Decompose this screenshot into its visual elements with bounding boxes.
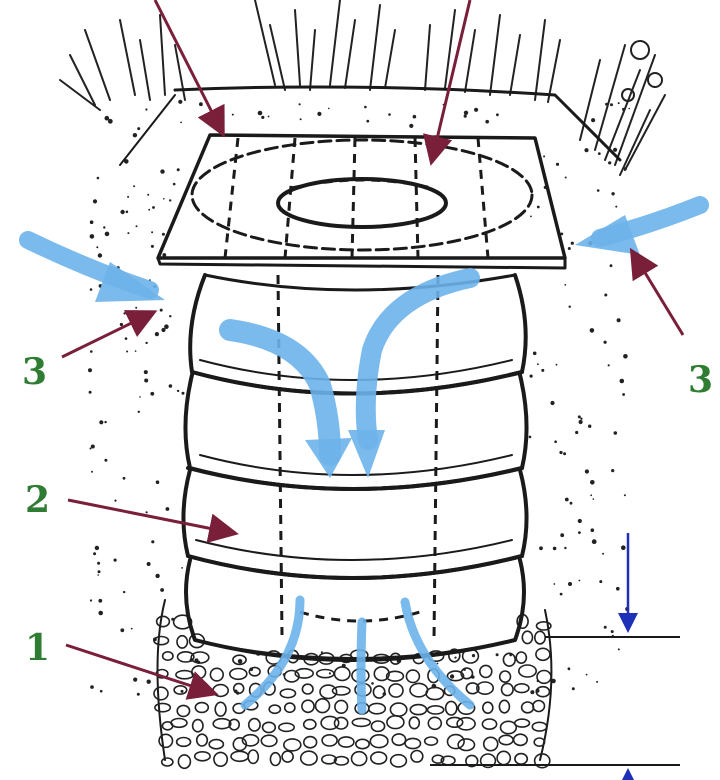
well-lid [156,133,567,270]
water-flow-arrows [19,196,709,715]
soil-mound [119,85,622,166]
gravel-stones [153,613,552,770]
depth-dimension [430,533,680,780]
pointer-arrow-icon [61,310,158,359]
pointer-arrows [61,0,685,700]
label-drainage-layer: 1 [25,627,50,669]
label-tyre-stack: 2 [25,479,50,521]
pointer-arrow-icon [153,0,225,138]
label-inflow-right: 3 [688,359,713,401]
gravel-bed [153,599,553,770]
pointer-arrow-icon [422,0,472,166]
pointer-arrow-icon [629,247,685,336]
label-inflow-left: 3 [22,351,47,393]
tyre-stack [181,273,529,662]
pointer-arrow-icon [65,643,219,700]
soil-texture [88,99,630,696]
pointer-arrow-icon [67,498,239,544]
grass-tufts [59,0,666,176]
